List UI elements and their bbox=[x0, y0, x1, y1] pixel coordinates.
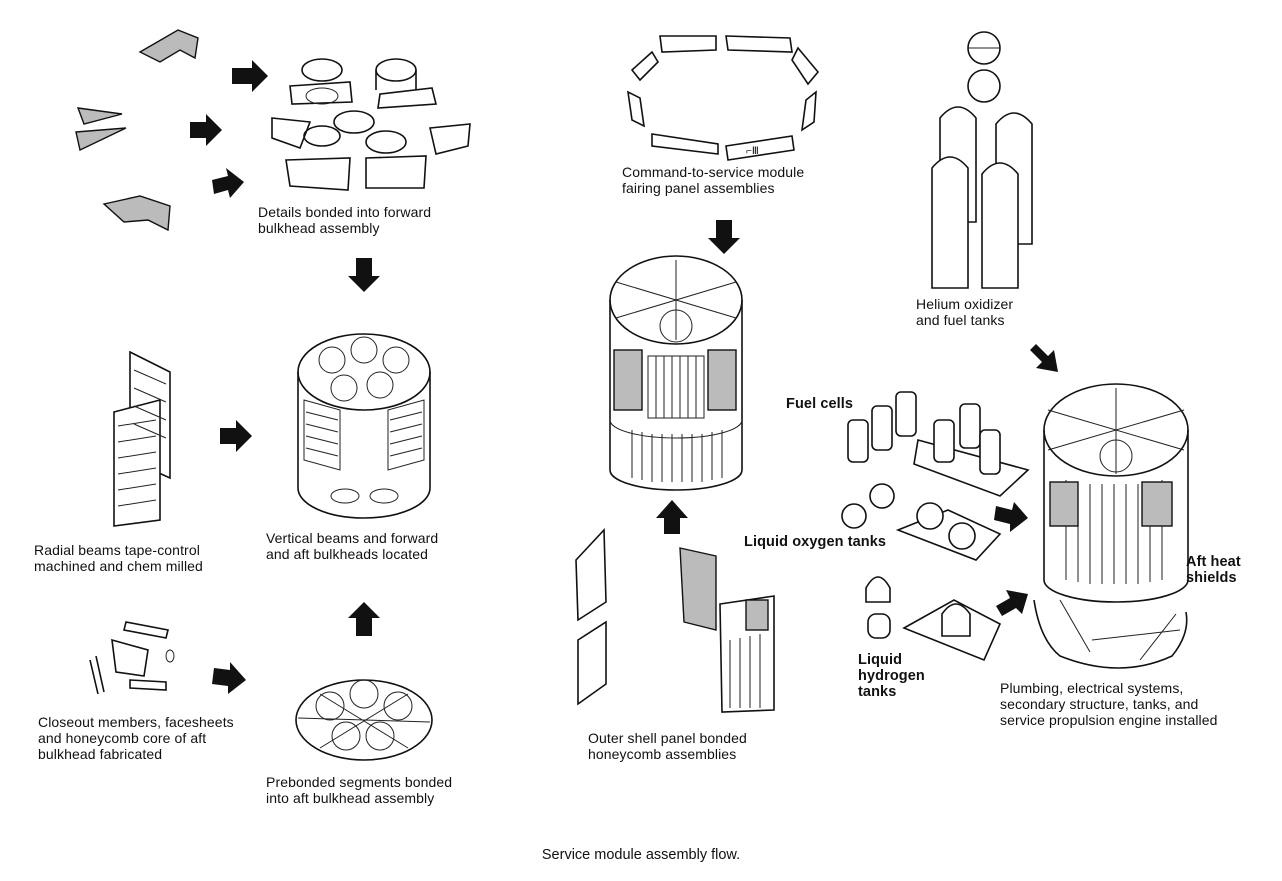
label-radial-beams: Radial beams tape-control machined and c… bbox=[34, 542, 203, 574]
label-line: Helium oxidizer bbox=[916, 296, 1014, 312]
label-line: bulkhead assembly bbox=[258, 220, 380, 236]
label-plumbing: Plumbing, electrical systems, secondary … bbox=[1000, 680, 1218, 728]
bulkhead-detail-parts bbox=[75, 29, 199, 232]
label-line: Fuel cells bbox=[786, 396, 854, 412]
label-vertical-beams: Vertical beams and forward and aft bulkh… bbox=[266, 530, 438, 562]
label-aft-heat-shields: Aft heat shields bbox=[1186, 554, 1241, 586]
label-helium: Helium oxidizer and fuel tanks bbox=[916, 296, 1013, 328]
label-line: Vertical beams and forward bbox=[266, 530, 439, 546]
label-line: honeycomb assemblies bbox=[588, 746, 737, 762]
vertical-beams-assembly bbox=[297, 333, 431, 519]
label-line: Details bonded into forward bbox=[258, 204, 432, 220]
label-line: tanks bbox=[858, 684, 897, 700]
flow-arrows bbox=[190, 60, 1058, 694]
label-line: Closeout members, facesheets bbox=[38, 714, 234, 730]
helium-oxidizer-fuel-tanks bbox=[931, 31, 1033, 289]
label-line: hydrogen bbox=[858, 668, 925, 684]
label-line: Command-to-service module bbox=[622, 164, 805, 180]
label-line: Radial beams tape-control bbox=[34, 542, 200, 558]
label-line: into aft bulkhead assembly bbox=[266, 790, 435, 806]
liquid-oxygen-tanks bbox=[841, 483, 1002, 561]
label-line: secondary structure, tanks, and bbox=[1000, 696, 1199, 712]
label-line: shields bbox=[1186, 570, 1237, 586]
label-lh2: Liquid hydrogen tanks bbox=[858, 652, 925, 700]
outer-shell-panels bbox=[575, 528, 775, 713]
label-line: Liquid oxygen tanks bbox=[744, 534, 887, 550]
fairing-panel-ring: ⌐Ⅲ bbox=[626, 35, 820, 161]
label-line: Plumbing, electrical systems, bbox=[1000, 680, 1184, 696]
label-prebonded: Prebonded segments bonded into aft bulkh… bbox=[266, 774, 452, 806]
forward-bulkhead-details bbox=[271, 58, 471, 191]
figure-caption: Service module assembly flow. bbox=[541, 847, 741, 863]
label-forward-bulkhead: Details bonded into forward bulkhead ass… bbox=[258, 204, 431, 236]
label-lox: Liquid oxygen tanks bbox=[744, 534, 886, 550]
label-line: machined and chem milled bbox=[34, 558, 203, 574]
label-closeout: Closeout members, facesheets and honeyco… bbox=[38, 714, 234, 762]
label-fuel-cells: Fuel cells bbox=[786, 396, 853, 412]
label-line: Outer shell panel bonded bbox=[588, 730, 747, 746]
label-line: bulkhead fabricated bbox=[38, 746, 163, 762]
radial-beams bbox=[113, 350, 171, 527]
label-line: and fuel tanks bbox=[916, 312, 1005, 328]
label-line: service propulsion engine installed bbox=[1000, 712, 1218, 728]
label-line: Aft heat bbox=[1186, 554, 1241, 570]
closeout-members bbox=[89, 621, 175, 695]
completed-service-module bbox=[1033, 383, 1189, 669]
label-outer-shell: Outer shell panel bonded honeycomb assem… bbox=[588, 730, 747, 762]
label-fairing: Command-to-service module fairing panel … bbox=[622, 164, 804, 196]
label-line: fairing panel assemblies bbox=[622, 180, 775, 196]
aft-bulkhead-disk bbox=[295, 679, 433, 761]
svg-text:⌐Ⅲ: ⌐Ⅲ bbox=[746, 146, 759, 157]
label-line: Liquid bbox=[858, 652, 903, 668]
label-line: and honeycomb core of aft bbox=[38, 730, 207, 746]
central-service-module bbox=[609, 255, 743, 491]
label-line: and aft bulkheads located bbox=[266, 546, 429, 562]
liquid-hydrogen-tanks bbox=[865, 576, 1002, 662]
fuel-cells bbox=[847, 391, 1030, 497]
label-line: Prebonded segments bonded bbox=[266, 774, 453, 790]
